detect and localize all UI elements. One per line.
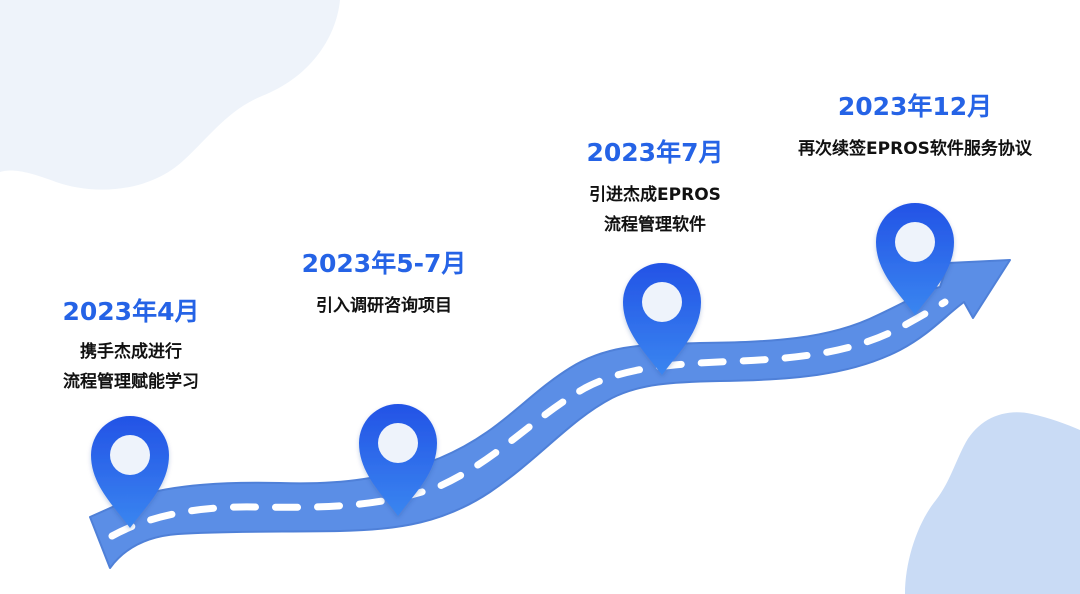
milestone-description-line: 引进杰成EPROS — [589, 185, 721, 205]
milestone-description: 再次续签EPROS软件服务协议 — [760, 134, 1070, 164]
milestone-2023-12: 2023年12月 再次续签EPROS软件服务协议 — [760, 92, 1070, 164]
milestone-description-line: 携手杰成进行 — [80, 342, 182, 362]
map-pin-icon — [91, 416, 169, 528]
map-pin-icon — [623, 263, 701, 375]
milestone-date: 2023年12月 — [837, 92, 993, 121]
map-pin-icon — [876, 203, 954, 315]
milestone-2023-07: 2023年7月 引进杰成EPROS 流程管理软件 — [550, 138, 760, 240]
background-blob-top — [0, 0, 340, 190]
milestone-date: 2023年5-7月 — [301, 249, 467, 278]
road-center-line — [108, 298, 949, 540]
milestone-date: 2023年7月 — [586, 138, 724, 167]
milestone-date: 2023年4月 — [62, 297, 200, 326]
milestone-description: 引进杰成EPROS 流程管理软件 — [550, 180, 760, 240]
milestone-description-line: 再次续签EPROS软件服务协议 — [798, 139, 1032, 159]
milestone-description-line: 流程管理软件 — [604, 215, 706, 235]
map-pin-icon — [359, 404, 437, 516]
background-blob-corner — [905, 412, 1080, 594]
milestone-description-line: 引入调研咨询项目 — [316, 296, 452, 316]
milestone-2023-04: 2023年4月 携手杰成进行 流程管理赋能学习 — [20, 297, 242, 397]
milestone-description: 携手杰成进行 流程管理赋能学习 — [20, 337, 242, 397]
milestone-description-line: 流程管理赋能学习 — [63, 372, 199, 392]
milestone-2023-05-07: 2023年5-7月 引入调研咨询项目 — [270, 249, 498, 321]
milestone-description: 引入调研咨询项目 — [270, 291, 498, 321]
